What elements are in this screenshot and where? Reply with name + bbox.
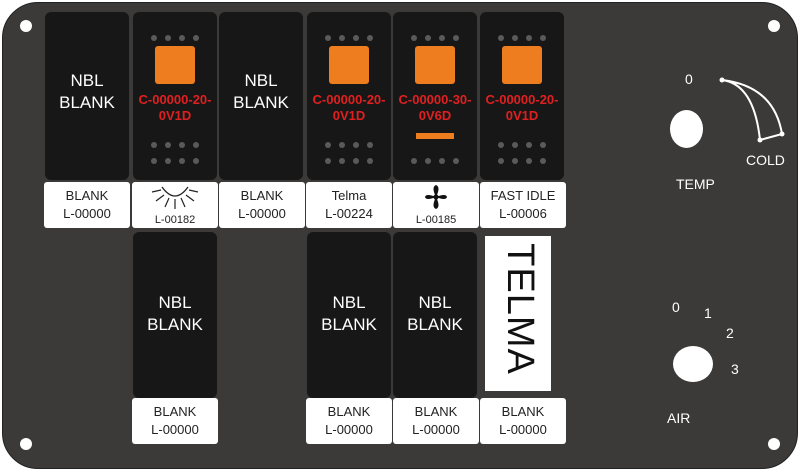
indicator-dots [307,142,391,148]
fan-icon [425,185,447,209]
indicator-dots [480,35,564,41]
indicator-dots [133,142,217,148]
temp-cold-label: COLD [746,152,785,168]
part-code: C-00000-20-0V1D [485,92,559,123]
air-knob[interactable] [673,346,713,382]
mounting-hole [20,20,32,32]
telma-plate-text: TELMA [499,243,541,375]
temp-knob[interactable] [670,110,703,148]
air-pos-0-label: 0 [672,299,680,315]
air-pos-3-label: 3 [731,361,739,377]
temp-label: TEMP [676,176,715,192]
led-indicator [155,46,195,84]
indicator-dots [393,35,477,41]
indicator-dots [133,35,217,41]
indicator-dots [307,158,391,164]
indicator-dots [133,158,217,164]
part-code: C-00000-20-0V1D [312,92,386,123]
part-code: C-00000-30-0V6D [398,92,472,123]
indicator-dots [480,158,564,164]
part-code: C-00000-20-0V1D [138,92,212,123]
air-label: AIR [667,410,691,426]
temp-zero-label: 0 [685,71,693,87]
led-bar-indicator [416,133,454,139]
indicator-dots [393,158,477,164]
mounting-hole [768,438,780,450]
light-icon [151,186,199,209]
indicator-dots [480,142,564,148]
mounting-hole [768,20,780,32]
label-fan: L-00185 [393,182,479,228]
air-pos-1-label: 1 [704,305,712,321]
led-indicator [329,46,369,84]
telma-plate: TELMA [485,236,551,391]
mounting-hole [20,438,32,450]
switch-fast-idle[interactable]: C-00000-20-0V1D [480,12,564,180]
indicator-dots [307,35,391,41]
switch-light[interactable]: C-00000-20-0V1D [133,12,217,180]
temp-scale-icon [719,77,785,143]
switch-fan[interactable]: C-00000-30-0V6D [393,12,477,180]
label-light: L-00182 [132,182,218,228]
led-indicator [415,46,455,84]
led-indicator [502,46,542,84]
air-pos-2-label: 2 [726,325,734,341]
switch-telma[interactable]: C-00000-20-0V1D [307,12,391,180]
